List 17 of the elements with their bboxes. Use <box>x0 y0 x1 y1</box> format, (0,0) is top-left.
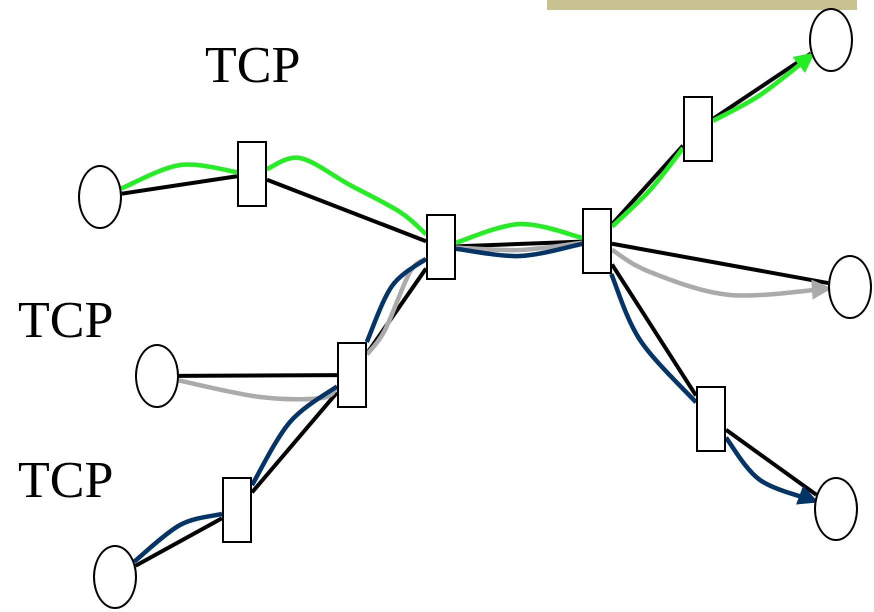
link-line <box>122 174 238 196</box>
link-line <box>724 428 818 496</box>
link-line <box>266 178 427 244</box>
protocol-label: TCP <box>205 40 300 92</box>
router-box <box>426 214 456 280</box>
router-box <box>696 386 726 452</box>
link-line <box>612 242 829 285</box>
router-box <box>683 96 713 162</box>
link-line <box>179 373 338 378</box>
router-box <box>337 342 367 408</box>
protocol-label: TCP <box>18 295 114 347</box>
router-box <box>237 141 267 207</box>
host-ellipse <box>809 8 853 72</box>
protocol-label: TCP <box>18 455 114 507</box>
router-box <box>222 477 252 543</box>
link-line <box>456 240 582 248</box>
router-box <box>582 208 612 274</box>
